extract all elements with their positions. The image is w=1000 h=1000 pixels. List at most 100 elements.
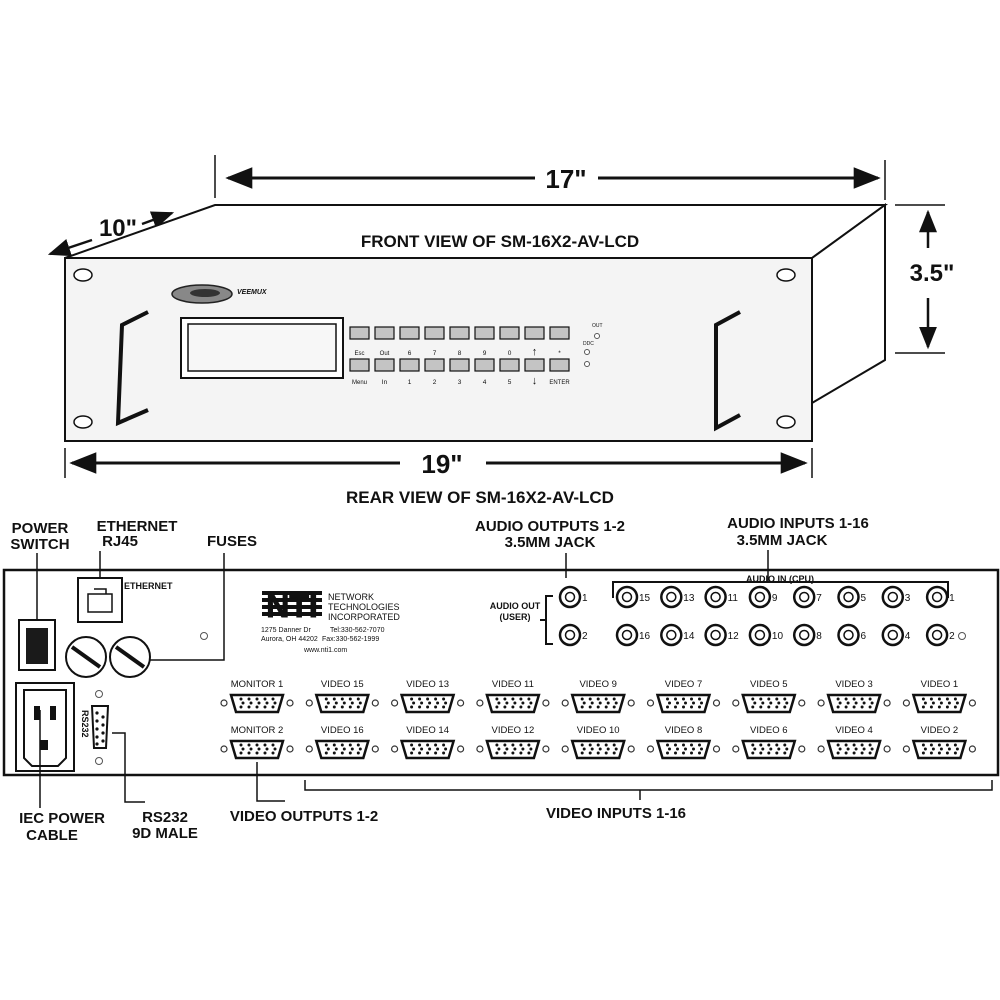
audio-in-jack-label: 3 [905, 593, 911, 604]
audio-out-jack-2-label: 2 [582, 631, 588, 642]
video-port-screw [817, 745, 825, 753]
led-power [584, 361, 590, 367]
front-key-top-2[interactable] [374, 326, 395, 340]
video-port-label: VIDEO 3 [835, 679, 873, 690]
audio-in-jack-center [931, 629, 943, 641]
audio-in-jack-label: 2 [949, 631, 955, 642]
front-key-top-1[interactable] [349, 326, 370, 340]
video-port-pins [836, 697, 874, 709]
audio-in-jack-label: 6 [861, 631, 867, 642]
front-key-label: Out [380, 351, 390, 357]
led-label-ddc: DDC [583, 341, 594, 347]
audio-in-jack-label: 5 [861, 593, 867, 604]
callout-video-inputs: VIDEO INPUTS 1-16 [546, 805, 686, 822]
company-name-1: NETWORK [328, 592, 374, 602]
front-key-top-4[interactable] [424, 326, 445, 340]
front-key-bottom-1[interactable] [349, 358, 370, 372]
video-port-pins [239, 697, 277, 709]
audio-in-jack-label: 13 [683, 593, 695, 604]
front-key-label: In [382, 379, 388, 386]
video-port-shell [741, 693, 797, 714]
video-port-shell [570, 693, 626, 714]
audio-in-jack-center [710, 629, 721, 641]
video-port-screw [371, 745, 379, 753]
front-key-bottom-8[interactable] [524, 358, 545, 372]
front-key-top-5[interactable] [449, 326, 470, 340]
ethernet-panel-label: ETHERNET [124, 581, 173, 591]
front-key-bottom-4[interactable] [424, 358, 445, 372]
front-key-bottom-6[interactable] [474, 358, 495, 372]
audio-in-jack-label: 8 [816, 631, 822, 642]
video-port-shell [314, 693, 370, 714]
video-port-screw [968, 745, 977, 753]
mount-hole-bl [73, 415, 93, 429]
video-port-screw [712, 699, 721, 707]
front-key-top-8[interactable] [524, 326, 545, 340]
audio-in-jack-label: 16 [639, 631, 651, 642]
power-switch-rocker [26, 628, 48, 664]
front-key-top-3[interactable] [399, 326, 420, 340]
video-port-shell [655, 693, 712, 714]
video-port-label: VIDEO 13 [406, 679, 449, 690]
iec-pin-2 [50, 706, 56, 720]
front-key-bottom-2[interactable] [374, 358, 395, 372]
video-port-pins [324, 697, 362, 709]
front-key-bottom-3[interactable] [399, 358, 420, 372]
video-port-screw [391, 745, 399, 753]
dim-10-arrow-down [47, 238, 93, 257]
video-port-label: MONITOR 2 [231, 725, 284, 736]
video-port-screw [798, 745, 806, 753]
audio-in-jack-center [666, 591, 677, 603]
phone-2: Fax:330-562-1999 [322, 636, 379, 643]
nti-logo-text: NTI [266, 588, 318, 624]
video-port-screw [286, 745, 294, 753]
video-port-label: VIDEO 8 [665, 725, 703, 736]
video-port-pins [324, 743, 362, 755]
video-port-screw [305, 699, 313, 707]
callout-fuses: FUSES [207, 533, 257, 550]
video-port-shell [229, 739, 285, 760]
front-key-top-9[interactable] [549, 326, 570, 340]
video-port-label: VIDEO 1 [921, 679, 959, 690]
callout-iec-power-2: CABLE [26, 827, 78, 844]
video-port-pins [666, 743, 703, 755]
video-port-screw [646, 699, 655, 707]
video-port-label: VIDEO 11 [492, 679, 534, 690]
video-port-shell [911, 739, 968, 760]
front-key-label: 8 [458, 350, 462, 357]
video-port-label: VIDEO 5 [750, 679, 788, 690]
fuse-2 [109, 636, 151, 678]
video-port-pins [921, 697, 959, 709]
address-1: 1275 Danner Dr [261, 627, 311, 634]
video-port-screw [220, 699, 228, 707]
rear-view-title: REAR VIEW OF SM-16X2-AV-LCD [346, 488, 614, 507]
dim-height-label: 3.5" [910, 260, 955, 287]
front-key-label: * [558, 350, 561, 357]
leader-video-out [256, 762, 285, 802]
audio-out-jack-1-label: 1 [582, 593, 588, 604]
front-key-bottom-9[interactable] [549, 358, 570, 372]
front-key-bottom-5[interactable] [449, 358, 470, 372]
front-key-top-6[interactable] [474, 326, 495, 340]
front-key-bottom-7[interactable] [499, 358, 520, 372]
audio-in-jack-label: 10 [772, 631, 784, 642]
video-port-screw [457, 699, 465, 707]
front-key-label: 4 [483, 379, 487, 386]
nti-logo: NTI [262, 588, 322, 625]
video-port-screw [646, 745, 655, 753]
dim-10-arrow-up [141, 211, 175, 229]
audio-out-label-2: (USER) [500, 612, 531, 622]
front-key-top-7[interactable] [499, 326, 520, 340]
video-port-screw [817, 699, 825, 707]
audio-out-jack-2 [558, 623, 582, 647]
front-key-label: 0 [508, 350, 512, 357]
video-port-screw [883, 745, 891, 753]
audio-in-jack-center [931, 591, 943, 603]
video-port-pins [751, 697, 789, 709]
rs232-port [90, 705, 110, 749]
audio-in-jack-center [754, 629, 766, 641]
panel-screw-1 [200, 632, 208, 640]
audio-out-bracket [540, 595, 553, 645]
